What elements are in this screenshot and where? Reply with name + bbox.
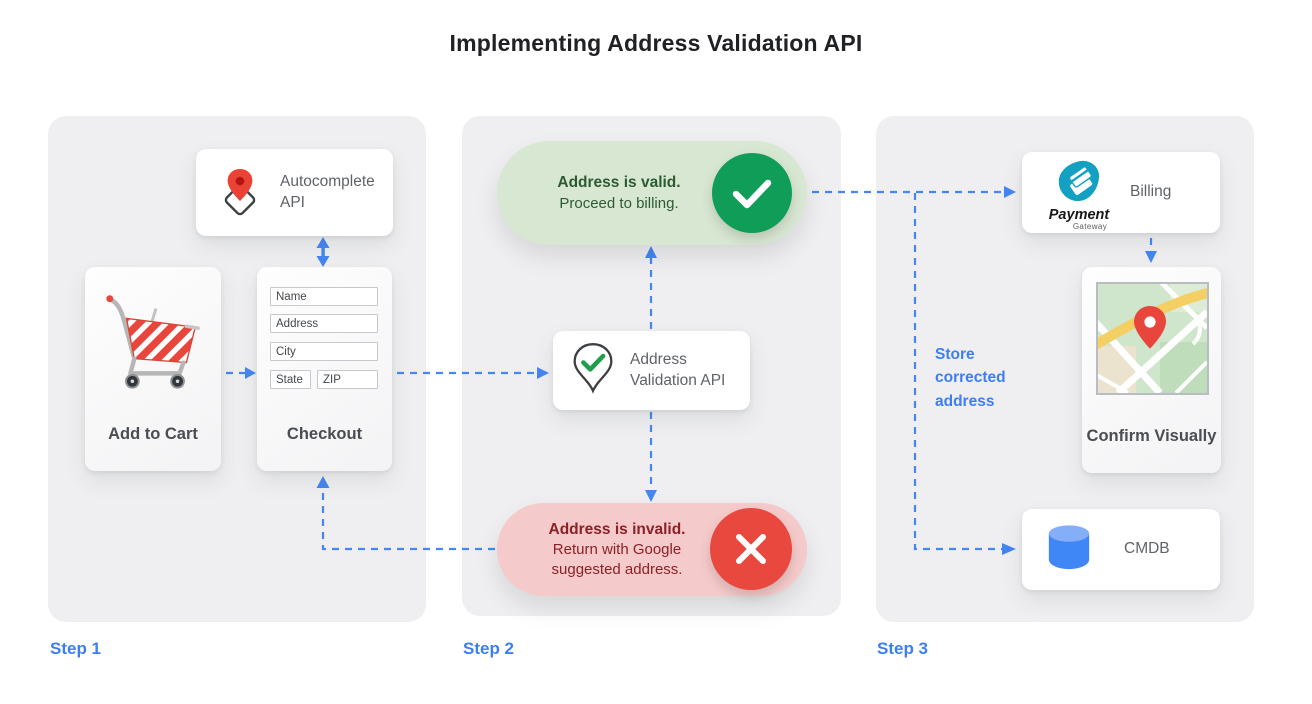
invalid-banner-title: Address is invalid. [548,520,686,538]
invalid-address-banner: Address is invalid. Return with Google s… [497,503,807,596]
cmdb-card: CMDB [1022,509,1220,590]
map-preview-image [1096,282,1209,395]
arrowhead [645,246,657,258]
zip-field: ZIP [317,370,378,389]
confirm-visually-card: Confirm Visually [1082,267,1221,473]
step2-label: Step 2 [463,639,515,658]
map-pin-diamond-icon [212,162,268,223]
check-circle-icon [712,153,792,233]
checkout-label: Checkout [286,425,363,444]
cmdb-label: CMDB [1124,540,1170,558]
confirm-visually-label: Confirm Visually [1086,427,1217,446]
address-validation-api-label: Address Validation API [630,351,726,389]
shopping-cart-icon [94,283,212,400]
map-pin-check-icon [571,341,615,400]
arrow-store-to-cmdb [913,193,1002,551]
valid-address-banner: Address is valid. Proceed to billing. [497,141,807,245]
name-field: Name [270,287,378,306]
arrowhead [1145,251,1157,263]
step1-label: Step 1 [50,639,102,658]
database-cylinder-icon [1044,523,1094,576]
add-to-cart-card: Add to Cart [85,267,221,471]
city-field: City [270,342,378,361]
valid-banner-subtitle: Proceed to billing. [559,194,679,212]
x-circle-icon [710,508,792,590]
billing-label: Billing [1130,183,1172,200]
address-validation-api-card: Address Validation API [553,331,750,410]
page-title: Implementing Address Validation API [449,30,863,56]
arrowhead [245,367,256,379]
arrowhead [537,367,549,379]
arrow-invalid-to-checkout [321,488,495,551]
checkout-card: Name Address City State ZIP Checkout [257,267,392,471]
arrowhead [645,490,657,502]
payment-logo-name: Payment [1048,207,1110,223]
invalid-banner-subtitle: Return with Google suggested address. [551,541,683,578]
autocomplete-api-label: Autocomplete API [280,173,375,211]
add-to-cart-label: Add to Cart [108,425,198,444]
arrowhead [1004,186,1016,198]
step3-label: Step 3 [877,639,929,658]
double-arrow-checkout-autocomplete [316,237,330,267]
state-field: State [270,370,311,389]
valid-banner-title: Address is valid. [557,173,681,191]
arrowhead [1002,543,1016,555]
store-corrected-address-note: Store corrected address [935,346,1006,410]
billing-card: Payment Gateway Billing [1022,152,1220,233]
autocomplete-api-card: Autocomplete API [196,149,393,236]
payment-gateway-logo-icon: Payment Gateway [1038,160,1120,231]
arrowhead [316,476,330,488]
payment-logo-sub: Gateway [1072,221,1108,231]
address-field: Address [270,314,378,333]
